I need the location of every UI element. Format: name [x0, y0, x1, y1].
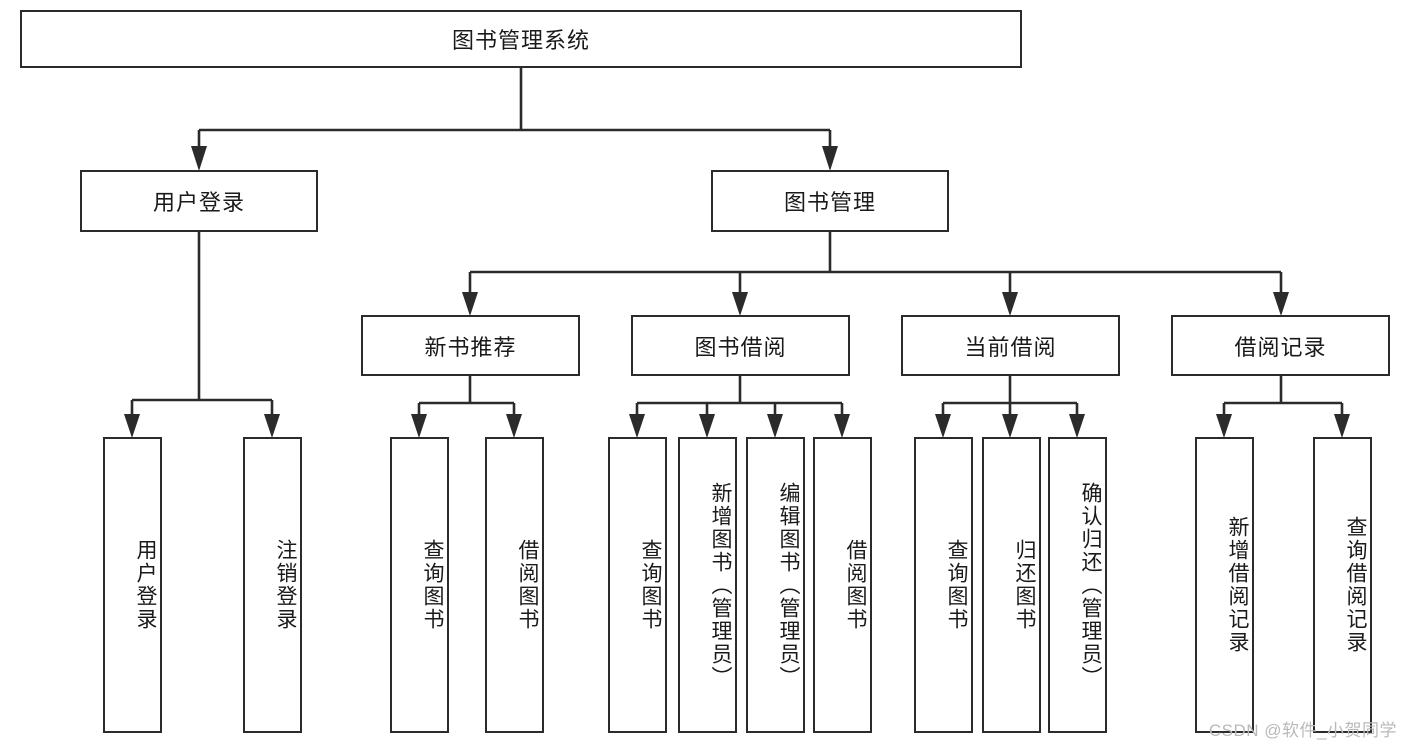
node-current-borrow[interactable]: 当前借阅 [901, 315, 1120, 376]
node-leaf-borrow-book-2[interactable]: 借阅图书 [813, 437, 872, 733]
node-label: 确认归还（管理员） [1079, 481, 1102, 689]
node-borrow-record[interactable]: 借阅记录 [1171, 315, 1390, 376]
node-leaf-add-book[interactable]: 新增图书（管理员） [678, 437, 737, 733]
node-leaf-return-book[interactable]: 归还图书 [982, 437, 1041, 733]
watermark: CSDN @软件_小贺同学 [1208, 721, 1397, 740]
node-leaf-borrow-book-1[interactable]: 借阅图书 [485, 437, 544, 733]
node-label: 借阅记录 [1234, 334, 1327, 360]
node-label: 查询图书 [639, 539, 662, 631]
node-leaf-query-book-1[interactable]: 查询图书 [390, 437, 449, 733]
node-label: 新增借阅记录 [1226, 516, 1249, 654]
node-label: 注销登录 [274, 539, 297, 631]
node-leaf-user-login[interactable]: 用户登录 [103, 437, 162, 733]
node-label: 用户登录 [152, 190, 245, 215]
node-label: 编辑图书（管理员） [777, 481, 800, 689]
node-new-book-recommend[interactable]: 新书推荐 [361, 315, 580, 376]
node-label: 图书管理 [783, 190, 876, 215]
node-leaf-query-book-3[interactable]: 查询图书 [914, 437, 973, 733]
node-leaf-add-record[interactable]: 新增借阅记录 [1195, 437, 1254, 733]
node-root[interactable]: 图书管理系统 [20, 10, 1022, 68]
node-label: 用户登录 [134, 539, 157, 631]
node-leaf-query-book-2[interactable]: 查询图书 [608, 437, 667, 733]
node-leaf-confirm-return[interactable]: 确认归还（管理员） [1048, 437, 1107, 733]
node-label: 查询图书 [945, 539, 968, 631]
node-label: 新增图书（管理员） [709, 481, 732, 689]
node-label: 借阅图书 [844, 539, 867, 631]
node-user-login[interactable]: 用户登录 [80, 170, 318, 232]
node-label: 借阅图书 [516, 539, 539, 631]
node-book-borrow[interactable]: 图书借阅 [631, 315, 850, 376]
node-label: 图书借阅 [694, 334, 787, 360]
node-label: 图书管理系统 [451, 28, 590, 53]
node-book-management[interactable]: 图书管理 [711, 170, 949, 232]
node-label: 归还图书 [1013, 539, 1036, 631]
node-label: 查询图书 [421, 539, 444, 631]
node-leaf-logout-login[interactable]: 注销登录 [243, 437, 302, 733]
node-leaf-edit-book[interactable]: 编辑图书（管理员） [746, 437, 805, 733]
node-label: 新书推荐 [424, 334, 517, 360]
node-label: 当前借阅 [964, 334, 1057, 360]
node-label: 查询借阅记录 [1344, 516, 1367, 654]
node-leaf-query-record[interactable]: 查询借阅记录 [1313, 437, 1372, 733]
